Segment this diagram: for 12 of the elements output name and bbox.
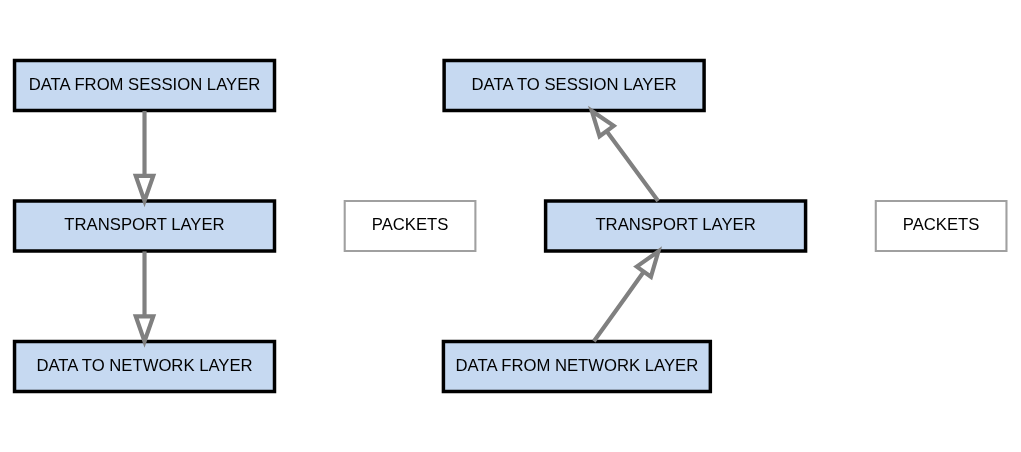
arrow [592, 246, 663, 343]
arrow [132, 110, 157, 208]
node-box: TRANSPORT LAYER [543, 199, 808, 253]
node-box: TRANSPORT LAYER [12, 199, 277, 253]
node-box: DATA FROM SESSION LAYER [12, 58, 277, 113]
arrow [132, 251, 157, 348]
arrow [588, 105, 660, 203]
node-box: DATA FROM NETWORK LAYER [441, 339, 713, 394]
node-box: DATA TO SESSION LAYER [442, 58, 706, 113]
node-box: DATA TO NETWORK LAYER [12, 339, 277, 394]
node-box: PACKETS [343, 199, 477, 253]
node-box: PACKETS [874, 199, 1008, 253]
